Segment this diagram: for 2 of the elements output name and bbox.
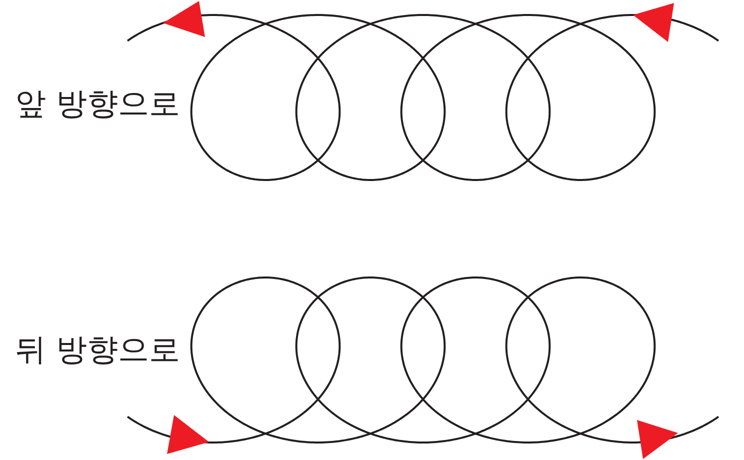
direction-label: 뒤 방향으로 [15, 335, 180, 366]
direction-label: 앞 방향으로 [15, 89, 180, 120]
